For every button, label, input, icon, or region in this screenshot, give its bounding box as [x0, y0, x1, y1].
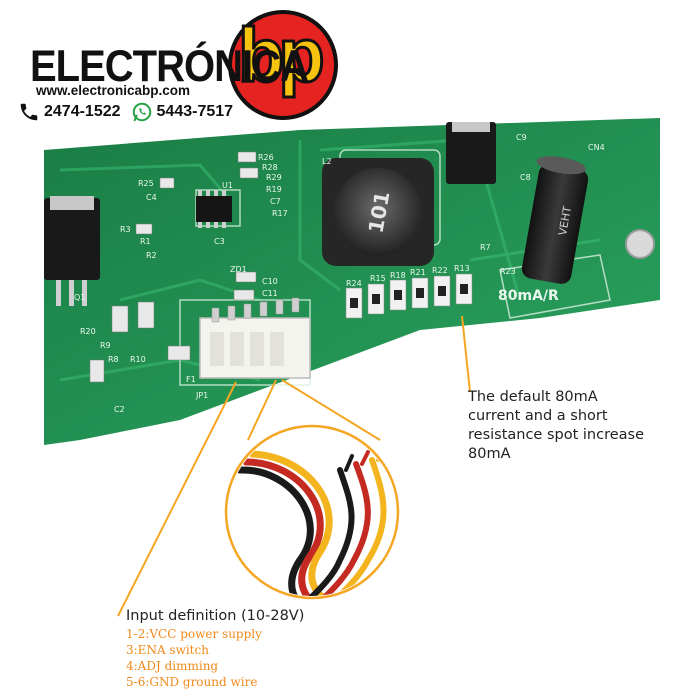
resistor-bank	[345, 273, 473, 319]
smd-components	[89, 151, 259, 383]
mounting-hole	[625, 229, 655, 259]
leader-lines	[117, 315, 471, 617]
svg-text:C4: C4	[146, 193, 157, 202]
svg-text:R23: R23	[500, 267, 516, 276]
svg-text:C3: C3	[214, 237, 225, 246]
pin-line-adj: 4:ADJ dimming	[126, 659, 219, 673]
svg-text:R9: R9	[100, 341, 111, 350]
svg-text:R25: R25	[138, 179, 154, 188]
svg-text:R1: R1	[140, 237, 151, 246]
svg-text:R7: R7	[480, 243, 491, 252]
ic-chip	[196, 190, 232, 228]
svg-text:R3: R3	[120, 225, 131, 234]
phone-number-1: 2474-1522	[44, 103, 121, 120]
svg-text:R15: R15	[370, 274, 386, 283]
svg-text:R19: R19	[266, 185, 282, 194]
svg-text:R29: R29	[266, 173, 282, 182]
brand-phones: 2474-1522 5443-7517	[18, 101, 239, 123]
pin-line-ena: 3:ENA switch	[126, 643, 209, 657]
mosfet-left	[44, 196, 100, 306]
phone-icon	[20, 103, 38, 121]
logo-circle	[228, 10, 338, 120]
svg-text:U1: U1	[222, 181, 233, 190]
svg-text:Q1: Q1	[74, 293, 85, 302]
svg-text:C2: C2	[114, 405, 125, 414]
brand-wordmark: ELECTRÓNICA	[30, 42, 309, 92]
brand-url: www.electronicabp.com	[36, 83, 191, 98]
electrolytic-capacitor: VEHT	[521, 156, 589, 284]
svg-text:R13: R13	[454, 264, 470, 273]
svg-text:R28: R28	[262, 163, 278, 172]
svg-text:R20: R20	[80, 327, 96, 336]
svg-text:R10: R10	[130, 355, 146, 364]
svg-text:C8: C8	[520, 173, 531, 182]
input-definition-callout: Input definition (10-28V) 1-2:VCC power …	[126, 606, 304, 690]
phone-number-2: 5443-7517	[156, 103, 234, 120]
svg-text:VEHT: VEHT	[556, 205, 574, 237]
svg-text:R17: R17	[272, 209, 288, 218]
input-definition-title: Input definition (10-28V)	[126, 608, 305, 624]
svg-text:L2: L2	[322, 157, 332, 166]
power-inductor: 101	[322, 158, 434, 266]
svg-text:C7: C7	[270, 197, 281, 206]
logo-letters: bp	[237, 13, 327, 98]
mosfet-right	[446, 122, 496, 184]
svg-text:R21: R21	[410, 268, 426, 277]
svg-text:R22: R22	[432, 266, 448, 275]
svg-text:R18: R18	[390, 271, 406, 280]
svg-text:C10: C10	[262, 277, 278, 286]
svg-text:R24: R24	[346, 279, 362, 288]
svg-text:C9: C9	[516, 133, 527, 142]
svg-text:CN4: CN4	[588, 143, 605, 152]
input-connector	[199, 297, 311, 379]
svg-text:ZD1: ZD1	[230, 265, 247, 274]
svg-text:80mA/R: 80mA/R	[498, 288, 559, 304]
svg-text:F1: F1	[186, 375, 196, 384]
pin-line-vcc: 1-2:VCC power supply	[126, 627, 262, 641]
whatsapp-icon	[132, 102, 151, 122]
svg-text:R26: R26	[258, 153, 274, 162]
pin-line-gnd: 5-6:GND ground wire	[126, 675, 258, 689]
svg-text:JP1: JP1	[195, 391, 208, 400]
cable-zoom-circle	[224, 424, 400, 600]
svg-text:R2: R2	[146, 251, 157, 260]
current-callout-text: The default 80mA current and a short res…	[468, 389, 645, 462]
svg-text:C11: C11	[262, 289, 278, 298]
svg-text:R8: R8	[108, 355, 119, 364]
